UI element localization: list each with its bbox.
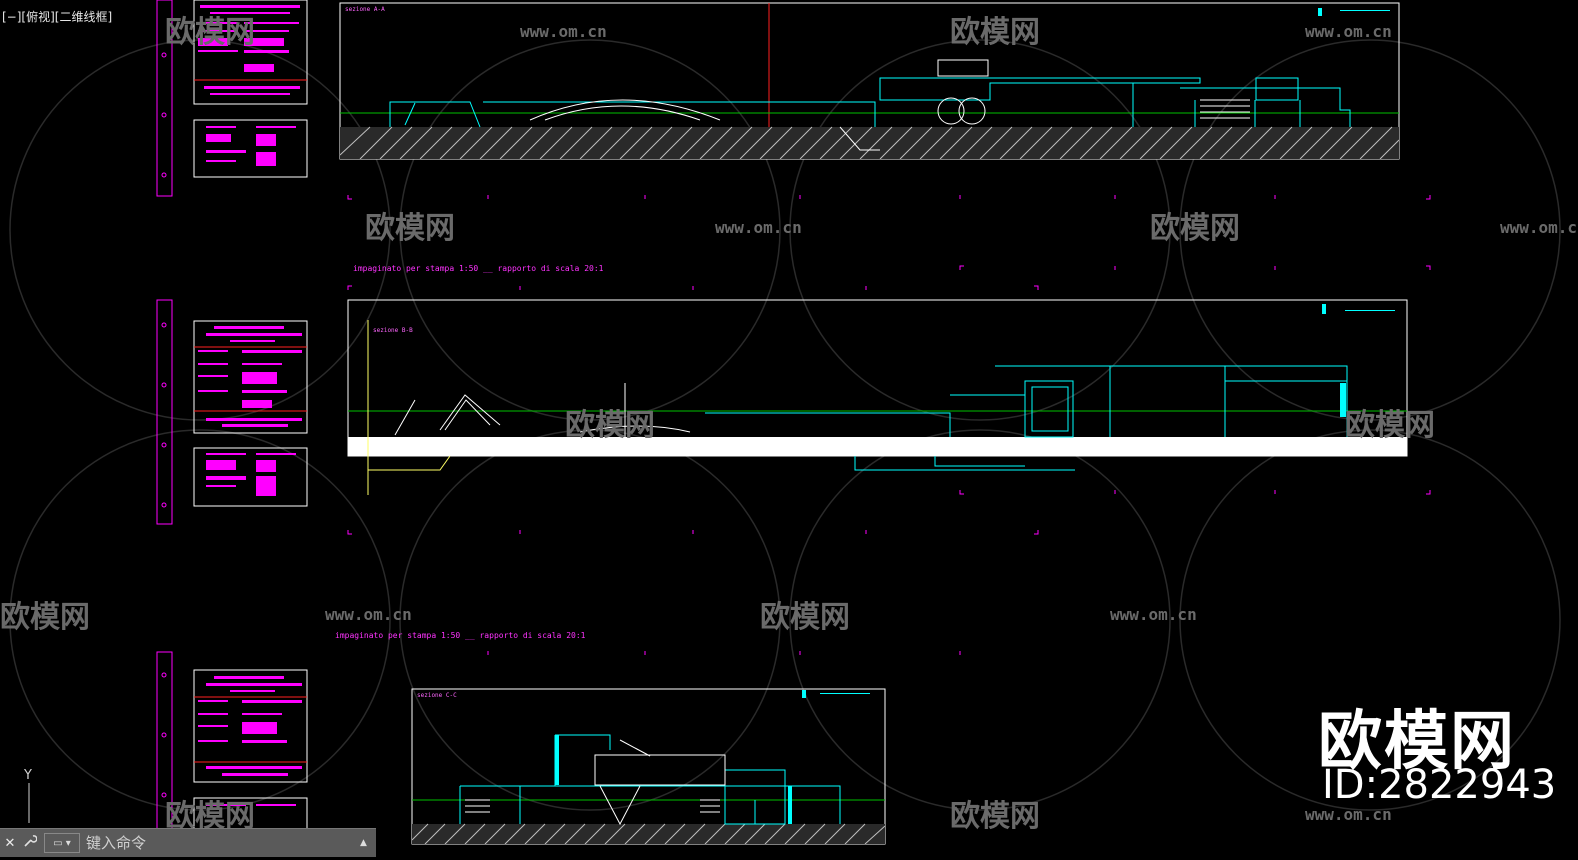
wrench-icon[interactable] [20, 834, 40, 852]
title-blocks [193, 0, 308, 849]
section-c-c[interactable]: sezione C-C [411, 688, 886, 845]
watermark-brand-text: 欧模网 [950, 799, 1040, 834]
section-b-note: impaginato per stampa 1:50 __ rapporto d… [353, 264, 604, 273]
section-b-b[interactable]: sezione B-B [347, 299, 1408, 495]
watermark-brand-text: 欧模网 [950, 15, 1040, 50]
watermark-repeats: www.om.cn www.om.cn www.om.cn www.om.cn … [325, 22, 1578, 824]
ruler-ticks [161, 52, 167, 798]
watermark-brand-text: 欧模网 [165, 15, 255, 50]
viewport-controls-label[interactable]: [−][俯视][二维线框] [2, 10, 113, 24]
watermark-site-text: www.om.cn [1110, 605, 1197, 624]
command-input[interactable] [84, 830, 358, 856]
command-prompt-icon[interactable]: ▭ ▾ [44, 833, 80, 853]
scroll-up-icon[interactable]: ▲ [360, 838, 367, 848]
ucs-y-label: Y [23, 768, 32, 783]
watermark-brand-text: 欧模网 [1150, 211, 1240, 246]
watermark-brand-text: 欧模网 [565, 408, 655, 443]
ucs-icon: Y [14, 765, 44, 825]
watermark-brand-repeats: 欧模网 欧模网 欧模网 欧模网 欧模网 欧模网 欧模网 欧模网 欧模网 欧模网 [0, 15, 1435, 834]
watermark-brand-text: 欧模网 [0, 600, 90, 635]
watermark-id: ID:2822943 [1322, 762, 1557, 808]
command-line-bar: ✕ ▭ ▾ ▲ [0, 828, 376, 857]
watermark-site-text: www.om.cn [325, 605, 412, 624]
section-a-a[interactable]: sezione A-A [339, 2, 1400, 160]
watermark-site-text: www.om.cn [715, 218, 802, 237]
watermark-site-text: www.om.cn [1305, 22, 1392, 41]
left-ruler-strips [156, 0, 173, 853]
close-icon[interactable]: ✕ [4, 835, 16, 851]
watermark-site-text: www.om.cn [520, 22, 607, 41]
crop-marks [347, 195, 1431, 655]
watermark-brand-text: 欧模网 [365, 211, 455, 246]
watermark-arcs [9, 39, 1561, 811]
section-c-label: sezione C-C [417, 692, 457, 699]
watermark-brand-text: 欧模网 [1345, 408, 1435, 443]
watermark-brand-large: 欧模网 [1318, 705, 1516, 779]
watermark-site-text: www.om.cn [1305, 805, 1392, 824]
watermark-site-text: www.om.cn [1500, 218, 1578, 237]
section-c-note: impaginato per stampa 1:50 __ rapporto d… [335, 631, 586, 640]
section-b-label: sezione B-B [373, 327, 413, 334]
section-a-label: sezione A-A [345, 6, 385, 13]
watermark-brand-text: 欧模网 [760, 600, 850, 635]
